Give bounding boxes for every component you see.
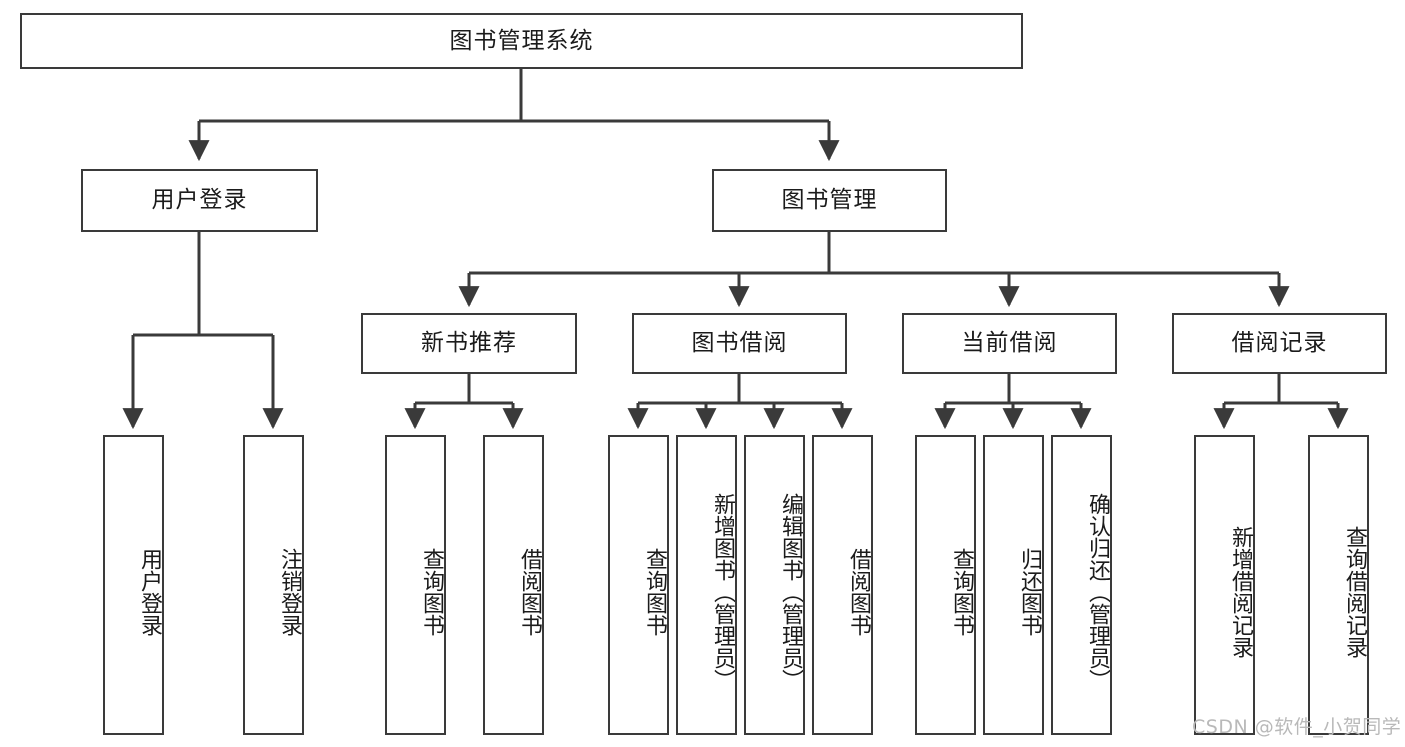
leaf-current-return-book[interactable]: 归还图书 (983, 435, 1044, 735)
node-label: 查询图书 (949, 548, 974, 636)
leaf-borrow-add-book-admin[interactable]: 新增图书（管理员） (676, 435, 737, 735)
leaf-current-confirm-return-admin[interactable]: 确认归还（管理员） (1051, 435, 1112, 735)
leaf-borrow-query-book[interactable]: 查询图书 (608, 435, 669, 735)
node-label: 查询借阅记录 (1342, 526, 1367, 658)
node-label: 新书推荐 (421, 330, 517, 357)
node-label: 图书管理系统 (449, 27, 594, 54)
node-label: 归还图书 (1017, 548, 1042, 636)
node-label: 新增图书（管理员） (710, 493, 735, 691)
node-label: 查询图书 (642, 548, 667, 636)
leaf-record-add-borrow-record[interactable]: 新增借阅记录 (1194, 435, 1255, 735)
node-current-borrow[interactable]: 当前借阅 (902, 313, 1117, 374)
leaf-current-query-book[interactable]: 查询图书 (915, 435, 976, 735)
leaf-recommend-borrow-book[interactable]: 借阅图书 (483, 435, 544, 735)
node-book-management-system[interactable]: 图书管理系统 (20, 13, 1023, 69)
node-new-book-recommend[interactable]: 新书推荐 (361, 313, 577, 374)
leaf-recommend-query-book[interactable]: 查询图书 (385, 435, 446, 735)
node-book-management[interactable]: 图书管理 (712, 169, 947, 232)
node-label: 用户登录 (137, 548, 162, 636)
node-label: 借阅图书 (517, 548, 542, 636)
node-label: 借阅记录 (1231, 330, 1328, 357)
node-label: 用户登录 (151, 187, 248, 214)
leaf-user-login-signout[interactable]: 注销登录 (243, 435, 304, 735)
node-label: 查询图书 (419, 548, 444, 636)
leaf-record-query-borrow-record[interactable]: 查询借阅记录 (1308, 435, 1369, 735)
leaf-borrow-edit-book-admin[interactable]: 编辑图书（管理员） (744, 435, 805, 735)
node-label: 注销登录 (277, 548, 302, 636)
node-label: 当前借阅 (961, 330, 1058, 357)
node-borrow-record[interactable]: 借阅记录 (1172, 313, 1387, 374)
leaf-borrow-borrow-book[interactable]: 借阅图书 (812, 435, 873, 735)
node-label: 借阅图书 (846, 548, 871, 636)
node-label: 编辑图书（管理员） (778, 493, 803, 691)
node-label: 新增借阅记录 (1228, 526, 1253, 658)
node-label: 图书借阅 (691, 330, 788, 357)
node-label: 图书管理 (781, 187, 878, 214)
node-user-login[interactable]: 用户登录 (81, 169, 318, 232)
node-label: 确认归还（管理员） (1085, 493, 1110, 691)
leaf-user-login-signin[interactable]: 用户登录 (103, 435, 164, 735)
node-book-borrow[interactable]: 图书借阅 (632, 313, 847, 374)
csdn-watermark: CSDN @软件_小贺同学 (1192, 716, 1402, 738)
